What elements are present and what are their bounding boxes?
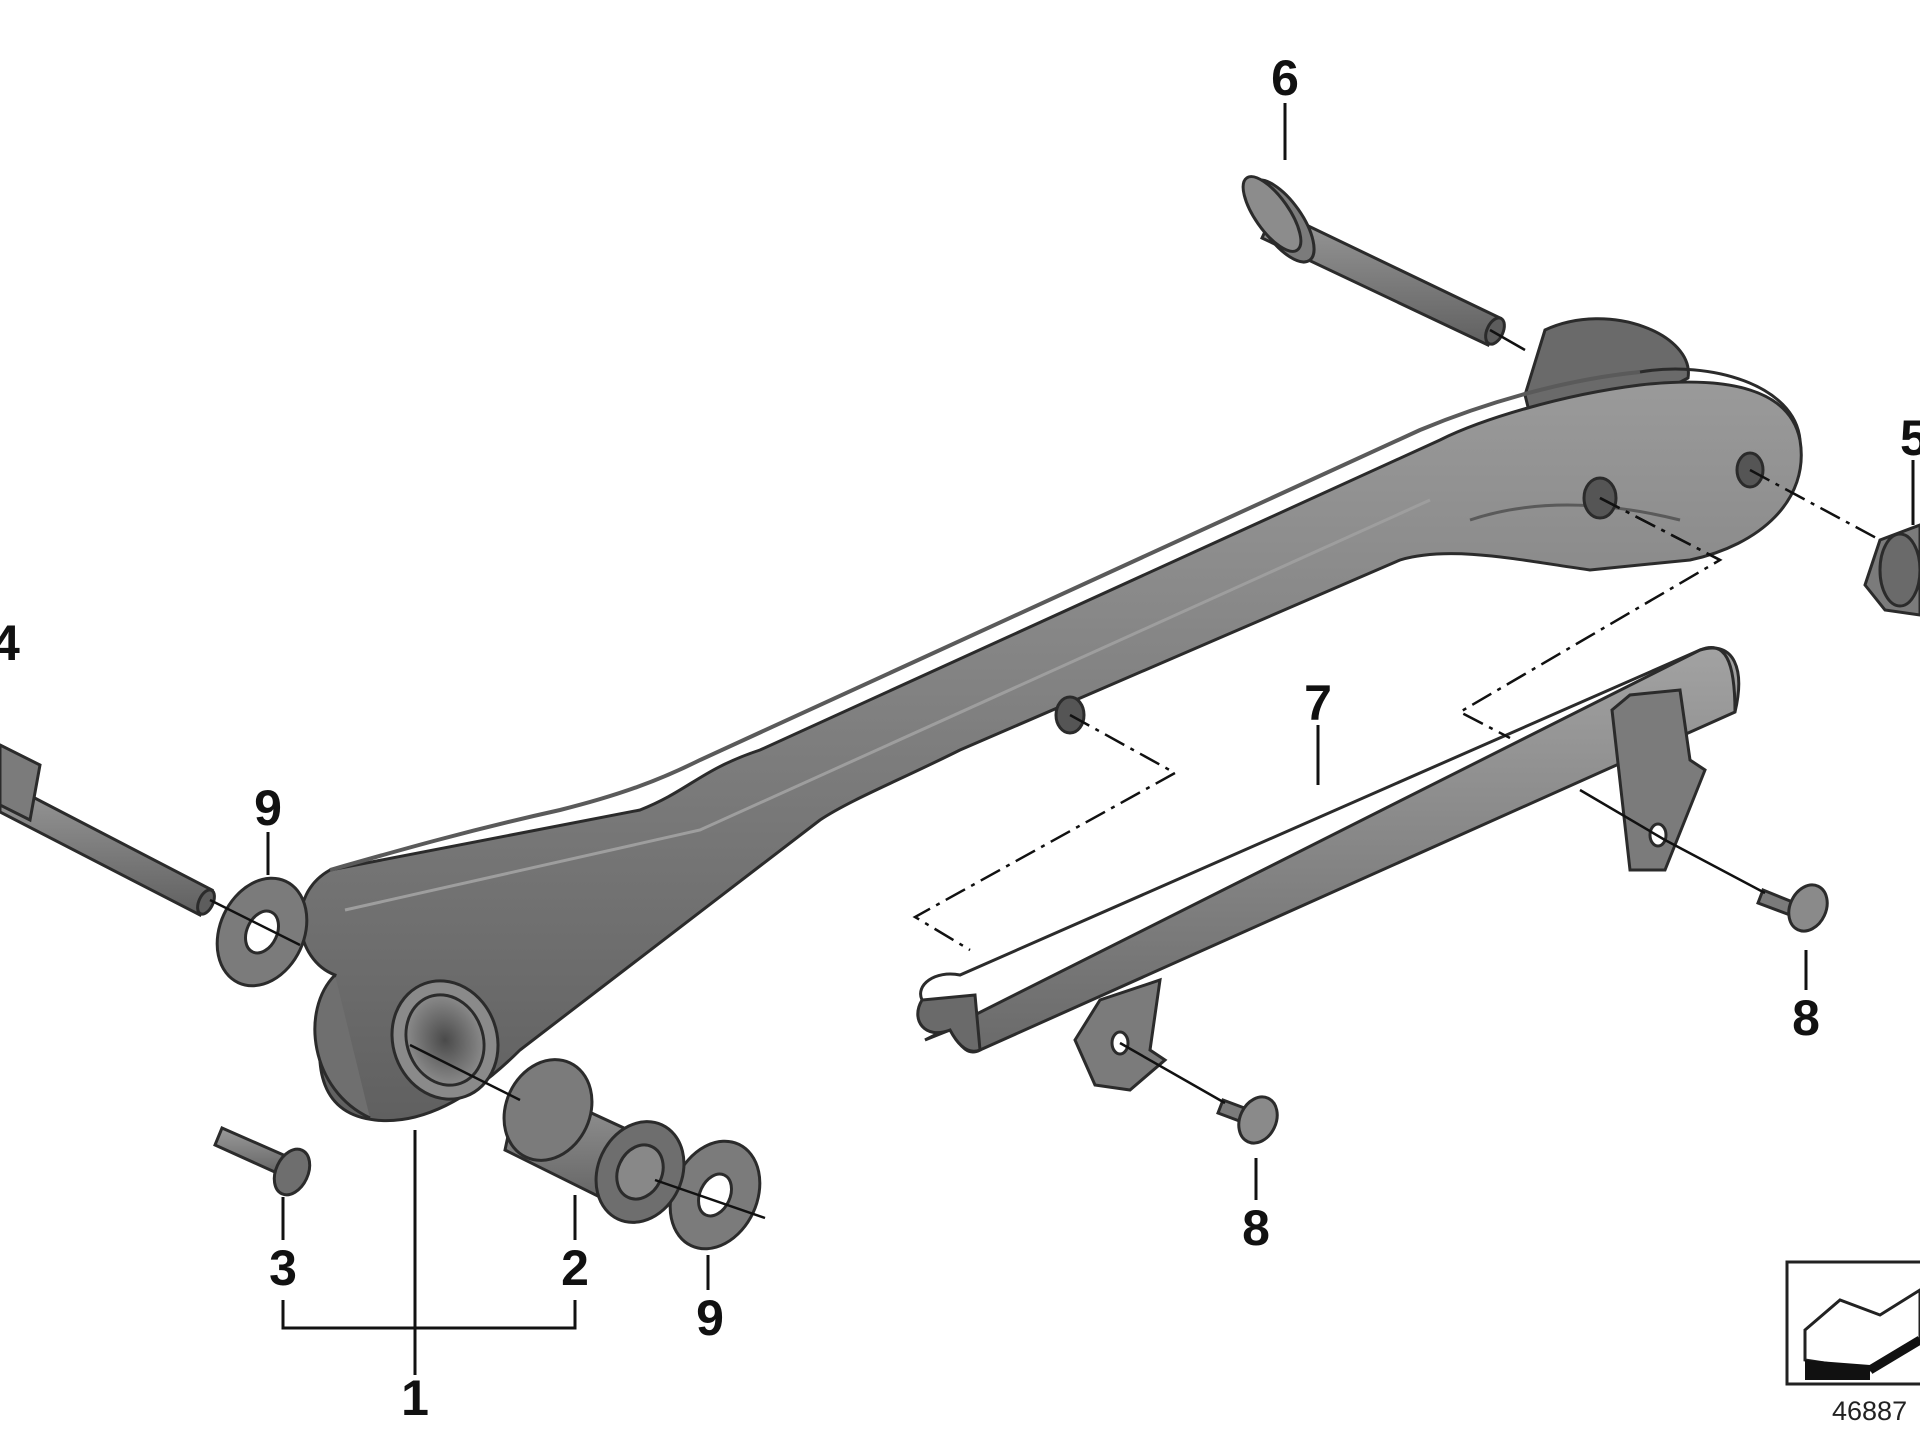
rail-part-7 — [916, 646, 1741, 1092]
callout-6: 6 — [1271, 50, 1299, 106]
screw-part-8-right — [1756, 883, 1829, 933]
leader-lines — [266, 103, 1915, 1375]
callout-8-right: 8 — [1792, 990, 1820, 1046]
callout-7: 7 — [1304, 675, 1332, 731]
reference-box: 46887 — [1785, 1260, 1920, 1426]
callout-3: 3 — [269, 1240, 297, 1296]
callout-2: 2 — [561, 1240, 589, 1296]
screw-part-3 — [213, 1126, 312, 1197]
washer-part-9-left — [215, 876, 309, 988]
nut-part-5 — [1863, 523, 1920, 617]
callout-9-left: 9 — [254, 780, 282, 836]
callout-1: 1 — [401, 1370, 429, 1426]
washer-part-9-right — [668, 1139, 762, 1251]
callout-4: 4 — [0, 615, 20, 671]
arm-part-1 — [298, 317, 1803, 1123]
diagram-number: 46887 — [1832, 1396, 1907, 1426]
bolt-part-6 — [1241, 175, 1506, 348]
screw-part-8-left — [1216, 1095, 1279, 1145]
callout-9-right: 9 — [696, 1290, 724, 1346]
reference-pictogram-icon — [1803, 1288, 1920, 1380]
callout-5: 5 — [1900, 410, 1920, 466]
callout-8-left: 8 — [1242, 1200, 1270, 1256]
bushing-part-2 — [502, 1058, 686, 1224]
assembly-lines — [209, 328, 1881, 1220]
bolt-part-4 — [0, 743, 216, 918]
callout-labels: 1 2 3 4 5 6 7 8 8 9 9 — [0, 50, 1920, 1426]
